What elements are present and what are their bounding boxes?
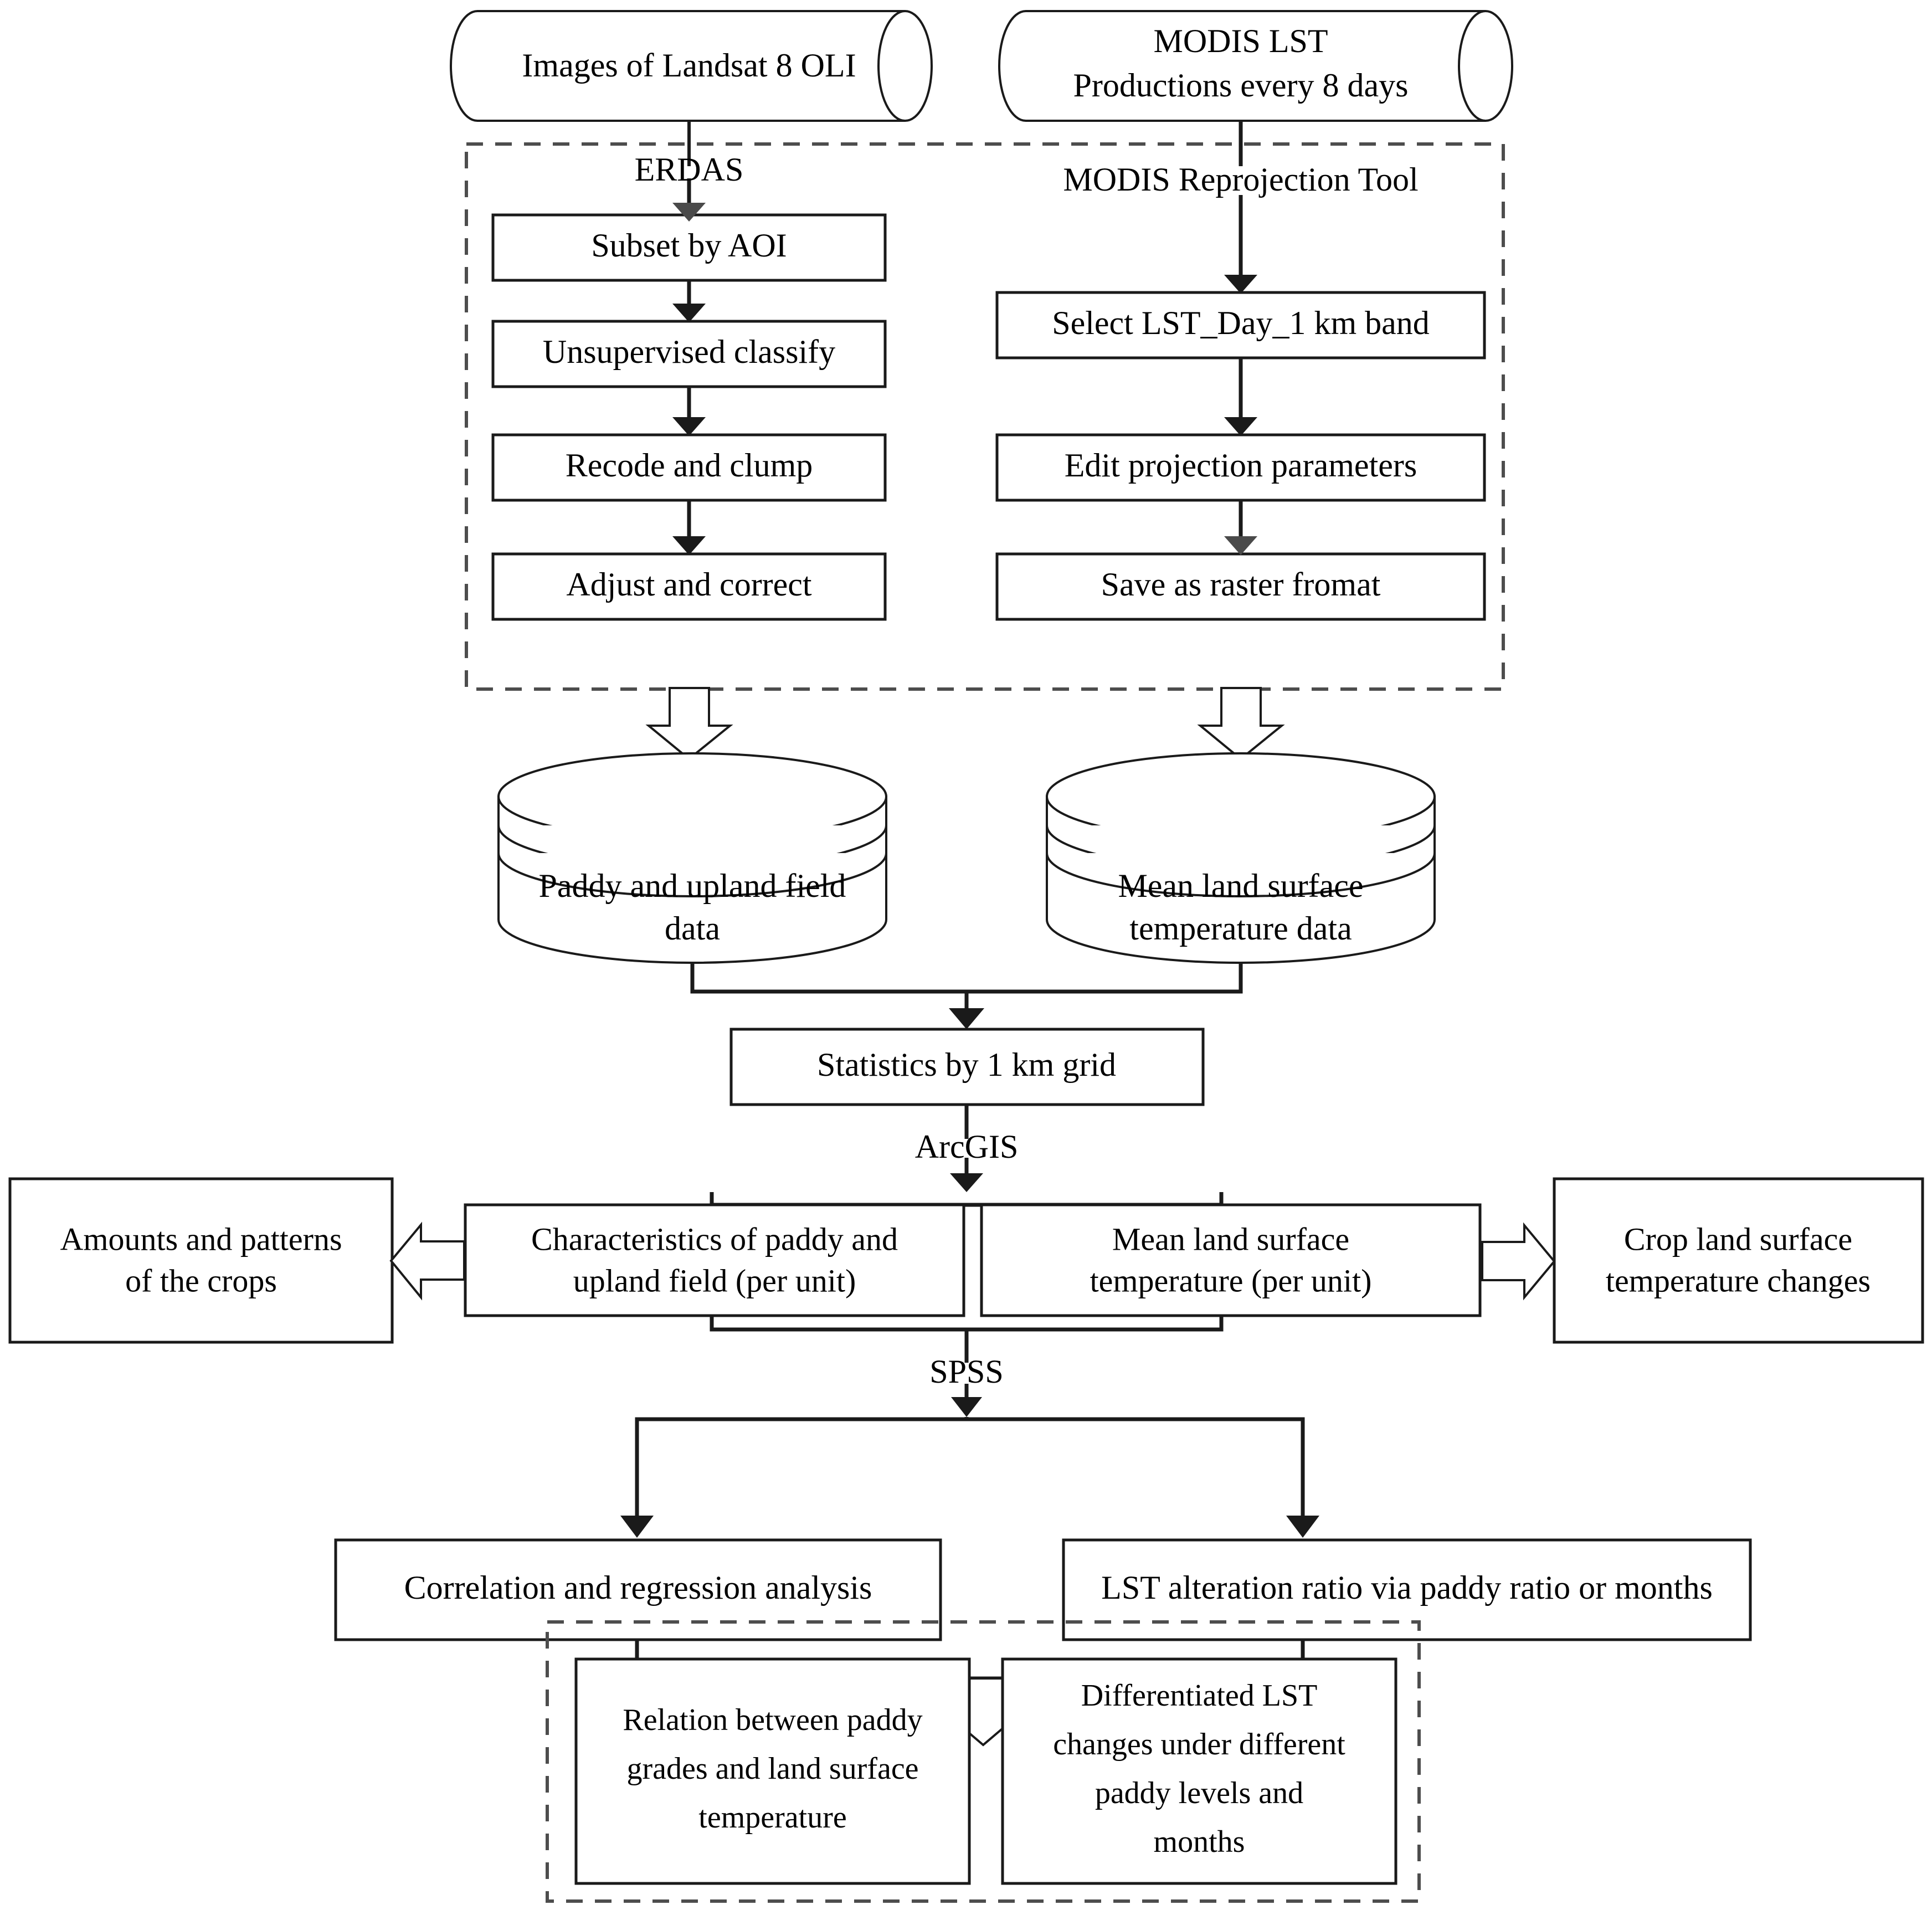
block-arrow-to-paddy-data — [645, 687, 733, 761]
analysis-lst-ratio-label: LST alteration ratio via paddy ratio or … — [1101, 1569, 1713, 1606]
result-mean-lst-line2: temperature (per unit) — [1090, 1262, 1372, 1298]
result-paddy-characteristics-shape — [464, 1203, 965, 1317]
block-arrow-to-lst-data — [1197, 687, 1285, 761]
process-subset-shape — [491, 213, 887, 282]
preprocessing-group-border — [465, 142, 1505, 691]
process-unsupervised-label: Unsupervised classify — [543, 333, 835, 370]
datastore-lst-shape — [1046, 752, 1436, 964]
result-paddy-characteristics-line2: upland field (per unit) — [573, 1262, 856, 1298]
conclusion-paddy-lst-relation-line1: Relation between paddy — [623, 1703, 922, 1737]
process-subset-label: Subset by AOI — [591, 227, 787, 264]
conclusion-differentiated-lst-shape — [1001, 1657, 1397, 1885]
source-modis-shape — [998, 10, 1513, 122]
outcome-crop-amounts-line1: Amounts and patterns — [60, 1221, 342, 1257]
conclusion-differentiated-lst-line1: Differentiated LST — [1081, 1678, 1318, 1713]
process-statistics-label: Statistics by 1 km grid — [817, 1046, 1116, 1083]
process-edit-projection-label: Edit projection parameters — [1065, 447, 1417, 484]
block-arrow-to-lst-changes — [1481, 1222, 1556, 1301]
outcome-crop-amounts-line2: of the crops — [125, 1262, 277, 1298]
process-edit-projection-shape — [995, 433, 1486, 502]
conclusion-differentiated-lst-line4: months — [1154, 1825, 1245, 1859]
outcome-lst-changes-shape — [1553, 1177, 1924, 1344]
datastore-paddy-label-line2: data — [665, 910, 720, 947]
result-mean-lst-shape — [980, 1203, 1482, 1317]
process-select-band-label: Select LST_Day_1 km band — [1052, 305, 1430, 341]
block-arrow-to-crop-amounts — [389, 1221, 465, 1301]
tool-label-erdas: ERDAS — [635, 151, 744, 188]
analysis-correlation-label: Correlation and regression analysis — [404, 1569, 872, 1606]
conclusion-paddy-lst-relation-line3: temperature — [698, 1800, 846, 1835]
process-statistics-shape — [729, 1028, 1205, 1106]
conclusion-paddy-lst-relation-line2: grades and land surface — [626, 1752, 918, 1786]
outcome-lst-changes-line1: Crop land surface — [1624, 1221, 1852, 1257]
source-modis-label-line1: MODIS LST — [1153, 23, 1328, 59]
conclusions-group-border — [546, 1620, 1421, 1903]
tool-label-modis-reprojection: MODIS Reprojection Tool — [1063, 161, 1418, 198]
datastore-paddy-label-line1: Paddy and upland field — [539, 867, 846, 904]
outcome-lst-changes-line2: temperature changes — [1606, 1262, 1871, 1298]
source-modis-label-line2: Productions every 8 days — [1073, 67, 1409, 104]
source-landsat-label: Images of Landsat 8 OLI — [522, 47, 856, 84]
datastore-lst-label-line1: Mean land surface — [1118, 867, 1363, 904]
conclusion-differentiated-lst-line3: paddy levels and — [1095, 1776, 1303, 1810]
analysis-lst-ratio-shape — [1062, 1538, 1752, 1641]
outcome-crop-amounts-shape — [8, 1177, 394, 1344]
result-mean-lst-line1: Mean land surface — [1112, 1221, 1349, 1257]
process-select-band-shape — [995, 291, 1486, 360]
tool-label-arcgis: ArcGIS — [915, 1128, 1019, 1165]
conclusion-differentiated-lst-line2: changes under different — [1053, 1727, 1345, 1762]
datastore-paddy-shape — [497, 752, 887, 964]
tool-label-spss: SPSS — [929, 1353, 1003, 1390]
process-save-raster-label: Save as raster fromat — [1101, 566, 1381, 603]
result-paddy-characteristics-line1: Characteristics of paddy and — [531, 1221, 898, 1257]
process-recode-label: Recode and clump — [566, 447, 813, 484]
conclusion-paddy-lst-relation-shape — [574, 1657, 971, 1885]
datastore-lst-label-line2: temperature data — [1129, 910, 1352, 947]
process-save-raster-shape — [995, 552, 1486, 621]
process-adjust-shape — [491, 552, 887, 621]
source-landsat-shape — [450, 10, 933, 122]
process-adjust-label: Adjust and correct — [566, 566, 812, 603]
